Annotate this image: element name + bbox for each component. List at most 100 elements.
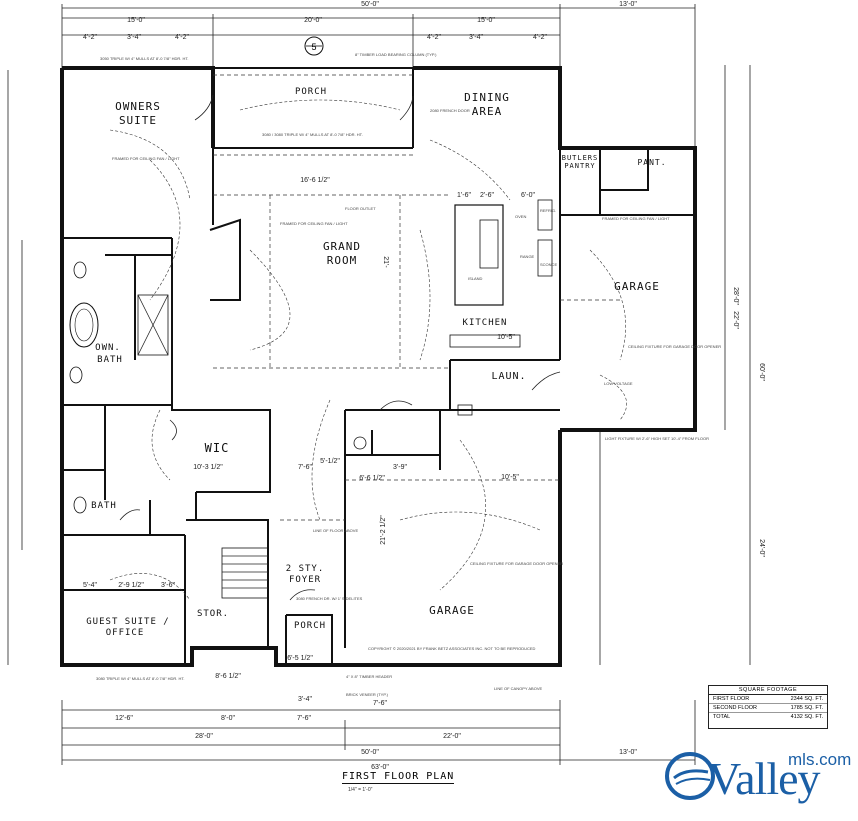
- dim-right-overall: 60'-0": [758, 363, 765, 381]
- dim-guest-c: 3'-6": [161, 582, 175, 589]
- dim-porch-a: 6'-5 1/2": [287, 655, 313, 662]
- note-window-rear: 3050 TRIPLE W/ 4" MULLS AT 8'-0 7/8" HDR…: [100, 56, 189, 61]
- note-canopy: LINE OF CANOPY ABOVE: [494, 686, 542, 691]
- note-ceiling-fan-pantry: FRAMED FOR CEILING FAN / LIGHT: [602, 216, 670, 221]
- sqft-second-value: 1785 SQ. FT.: [790, 705, 823, 711]
- dim-kitchen-c: 6'-0": [521, 192, 535, 199]
- dashed-lines: [213, 74, 620, 521]
- dim-grand-width: 16'-6 1/2": [300, 177, 330, 184]
- north-marker-label: 5: [311, 42, 316, 52]
- note-ceiling-fan-grand: FRAMED FOR CEILING FAN / LIGHT: [280, 221, 348, 226]
- dim-top-s6: 4'-2": [533, 34, 547, 41]
- dim-top-s5: 3'-4": [469, 34, 483, 41]
- room-dining-line2: AREA: [472, 105, 503, 118]
- kitchen-fixtures: ISLAND RANGE OVEN: [449, 199, 553, 416]
- door-swings: [119, 94, 561, 601]
- room-garage-side: GARAGE: [614, 280, 660, 293]
- note-refrigerator: REFRIG.: [540, 208, 556, 213]
- exterior-walls: [60, 66, 697, 667]
- dim-porch-width: 3'-4": [298, 696, 312, 703]
- dim-kitchen-a: 1'-6": [457, 192, 471, 199]
- interior-walls: [62, 148, 695, 665]
- dim-bot-e: 7'-6": [297, 715, 311, 722]
- dimension-lines: [7, 4, 751, 765]
- sqft-row-first: FIRST FLOOR 2344 SQ. FT.: [709, 695, 827, 704]
- sqft-first-value: 2344 SQ. FT.: [790, 696, 823, 702]
- logo-word: Valley: [708, 753, 821, 804]
- sqft-row-total: TOTAL 4132 SQ. FT.: [709, 713, 827, 721]
- dim-garage-height: 21'-2 1/2": [380, 515, 387, 545]
- note-low-voltage: LOW VOLTAGE: [604, 381, 633, 386]
- dim-kitchen-b: 2'-6": [480, 192, 494, 199]
- north-marker: 5: [304, 36, 324, 56]
- room-wic: WIC: [205, 441, 230, 455]
- dim-bot-c: 12'-6": [115, 715, 133, 722]
- bath-fixtures: [69, 261, 367, 514]
- interior-dimensions: 16'-6 1/2" 21'- 10'-3 1/2" 21'-2 1/2" 1'…: [83, 177, 535, 703]
- note-garage-opener-front: CEILING FIXTURE FOR GARAGE DOOR OPENER: [470, 561, 563, 566]
- sqft-total-label: TOTAL: [713, 714, 731, 720]
- dim-wic-width: 10'-3 1/2": [193, 464, 223, 471]
- dim-bot-f: 7'-6": [373, 700, 387, 707]
- note-timber-header: 4" X 8" TIMBER HEADER: [346, 674, 392, 679]
- sqft-row-second: SECOND FLOOR 1785 SQ. FT.: [709, 704, 827, 713]
- dim-garage-b: 3'-9": [393, 464, 407, 471]
- room-labels: OWNERS SUITE PORCH DINING AREA BUTLERS P…: [86, 87, 666, 638]
- room-grand-line1: GRAND: [323, 240, 361, 253]
- sqft-second-label: SECOND FLOOR: [713, 705, 758, 711]
- room-bath: BATH: [91, 501, 117, 511]
- dim-top-total: 50'-0": [361, 1, 379, 8]
- room-storage: STOR.: [197, 609, 229, 619]
- sqft-total-value: 4132 SQ. FT.: [790, 714, 823, 720]
- room-own-bath-line1: OWN.: [95, 343, 121, 353]
- note-timber-column: 8" TIMBER LOAD BEARING COLUMN (TYP.): [355, 52, 437, 57]
- range-label: RANGE: [520, 254, 535, 259]
- room-porch-rear: PORCH: [295, 87, 327, 97]
- note-triple-window-porch: 3080 / 3080 TRIPLE W/ 4" MULLS AT 8'-0 7…: [262, 132, 363, 137]
- dim-bot-total: 50'-0": [361, 749, 379, 756]
- note-floor-above: LINE OF FLOOR ABOVE: [313, 528, 358, 533]
- stairs: [221, 547, 269, 599]
- note-foyer-door: 3080 FRENCH DR. W/ 1' SIDELITES: [296, 596, 363, 601]
- room-dining-line1: DINING: [464, 91, 510, 104]
- note-copyright: COPYRIGHT © 2020/2021 BY FRANK BETZ ASSO…: [368, 646, 536, 651]
- dim-guest-b: 2'-9 1/2": [118, 582, 144, 589]
- dim-bot-overall: 63'-0": [371, 764, 389, 771]
- note-ceiling-fan-owners: FRAMED FOR CEILING FAN / LIGHT: [112, 156, 180, 161]
- dimension-labels: 50'-0" 13'-0" 15'-0" 20'-0" 15'-0" 4'-2"…: [83, 1, 765, 771]
- circuit-arcs: [109, 99, 627, 601]
- sqft-first-label: FIRST FLOOR: [713, 696, 750, 702]
- dim-guest-a: 5'-4": [83, 582, 97, 589]
- dim-top-s2: 3'-4": [127, 34, 141, 41]
- note-french-door: 2080 FRENCH DOOR: [430, 108, 470, 113]
- plan-notes: 3050 TRIPLE W/ 4" MULLS AT 8'-0 7/8" HDR…: [96, 52, 721, 697]
- room-butlers-line2: PANTRY: [564, 162, 595, 170]
- dim-foyer-b: 5'-1/2": [320, 458, 340, 465]
- dim-top-s3: 4'-2": [175, 34, 189, 41]
- dim-top-right: 13'-0": [619, 1, 637, 8]
- room-guest-line2: OFFICE: [106, 628, 145, 638]
- dim-right-c: 24'-0": [758, 539, 765, 557]
- note-floor-outlet: FLOOR OUTLET: [345, 206, 376, 211]
- dim-foyer-a: 7'-6": [298, 464, 312, 471]
- dim-kitchen-d: 10'-5": [497, 334, 515, 341]
- dim-bot-right: 13'-0": [619, 749, 637, 756]
- room-foyer-line1: 2 STY.: [286, 564, 325, 574]
- dim-grand-height: 21'-: [382, 256, 389, 268]
- room-kitchen: KITCHEN: [463, 318, 508, 328]
- dim-garage-a: 6'-6 1/2": [359, 475, 385, 482]
- note-light-fixture: LIGHT FIXTURE W/ 2'-6" HIGH SET 10'-4" F…: [605, 436, 709, 441]
- note-window-guest: 3080 TRIPLE W/ 4" MULLS AT 8'-0 7/8" HDR…: [96, 676, 185, 681]
- dim-top-c: 15'-0": [477, 17, 495, 24]
- room-laundry: LAUN.: [491, 371, 526, 382]
- dim-laundry-width: 10'-5": [501, 474, 519, 481]
- room-pantry: PANT.: [637, 158, 666, 167]
- sqft-header: SQUARE FOOTAGE: [709, 686, 827, 695]
- dim-right-b: 22'-0": [732, 311, 739, 329]
- room-garage-front: GARAGE: [429, 604, 475, 617]
- oven-label: OVEN: [515, 214, 526, 219]
- note-garage-opener-side: CEILING FIXTURE FOR GARAGE DOOR OPENER: [628, 344, 721, 349]
- dim-right-a: 28'-0": [732, 287, 739, 305]
- room-porch-front: PORCH: [294, 621, 326, 631]
